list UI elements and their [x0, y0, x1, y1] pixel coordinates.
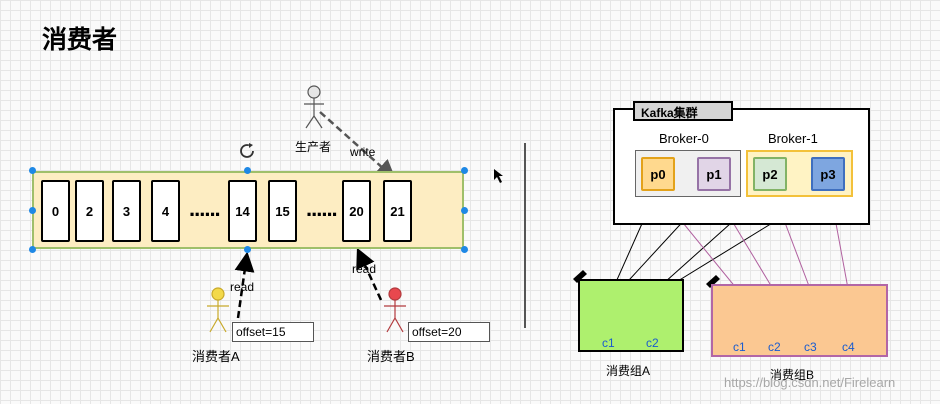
resize-handle[interactable]	[244, 246, 251, 253]
log-cell: 0	[41, 180, 70, 242]
consumer-label: c1	[602, 336, 615, 350]
consumer-a-label: 消费者A	[192, 349, 240, 364]
ellipsis: ......	[306, 196, 338, 221]
pen-icon-b	[706, 275, 720, 288]
partition-p2: p2	[753, 157, 787, 191]
consumer-label: c1	[733, 340, 746, 354]
consumer-a-figure	[207, 287, 229, 333]
consumer-label: c4	[842, 340, 855, 354]
producer-label: 生产者	[295, 140, 332, 154]
consumer-group-a-box	[578, 279, 684, 352]
resize-handle[interactable]	[29, 167, 36, 174]
write-label: write	[350, 145, 376, 159]
log-cell: 4	[151, 180, 180, 242]
resize-handle[interactable]	[29, 246, 36, 253]
consumer-label: c3	[804, 340, 817, 354]
broker-0-label: Broker-0	[659, 131, 709, 146]
watermark: https://blog.csdn.net/Firelearn	[724, 375, 896, 390]
read-label-a: read	[230, 280, 255, 294]
resize-handle[interactable]	[461, 207, 468, 214]
log-cell: 21	[383, 180, 412, 242]
group-a-label: 消费组A	[606, 364, 651, 378]
pen-icon-a	[573, 270, 587, 283]
log-cell: 20	[342, 180, 371, 242]
offset-box-a: offset=15	[232, 322, 314, 342]
partition-p3: p3	[811, 157, 845, 191]
read-label-b: read	[352, 262, 377, 276]
resize-handle[interactable]	[461, 167, 468, 174]
kafka-cluster-title: Kafka集群	[633, 101, 733, 121]
consumer-group-b-box	[711, 284, 888, 357]
producer-figure	[304, 85, 324, 129]
log-cell: 15	[268, 180, 297, 242]
consumer-b-figure	[384, 287, 406, 333]
consumer-b-label: 消费者B	[367, 349, 415, 364]
page-title: 消费者	[42, 25, 118, 54]
broker-1-label: Broker-1	[768, 131, 818, 146]
group-b-label: 消费组B	[770, 368, 815, 382]
log-cell: 3	[112, 180, 141, 242]
resize-handle[interactable]	[244, 167, 251, 174]
cursor-icon	[494, 169, 503, 183]
consumer-label: c2	[646, 336, 659, 350]
partition-p0: p0	[641, 157, 675, 191]
consumer-label: c2	[768, 340, 781, 354]
log-cell: 14	[228, 180, 257, 242]
write-arrow	[319, 111, 396, 180]
read-arrow-b	[356, 247, 383, 301]
resize-handle[interactable]	[461, 246, 468, 253]
section-divider	[524, 143, 526, 328]
partition-p1: p1	[697, 157, 731, 191]
resize-handle[interactable]	[29, 207, 36, 214]
log-cell: 2	[75, 180, 104, 242]
offset-box-b: offset=20	[408, 322, 490, 342]
ellipsis: ......	[189, 196, 221, 221]
rotate-icon	[240, 143, 254, 158]
